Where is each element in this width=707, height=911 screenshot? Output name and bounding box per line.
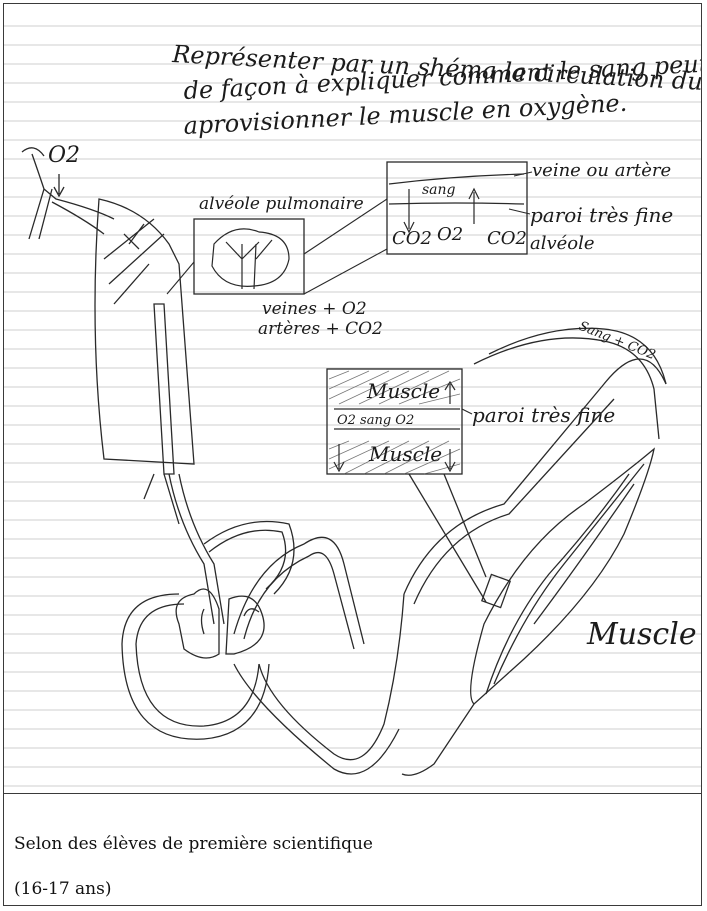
o2-top-label: O2	[48, 143, 80, 168]
paroi-tres-fine-label-1: paroi très fine	[530, 203, 673, 227]
alveole-label: alvéole	[530, 233, 595, 254]
figure-frame: Représenter par un shéma la circulation …	[3, 3, 702, 906]
alveole-tree-drawing	[212, 229, 289, 289]
caption-area: Selon des élèves de première scientifiqu…	[4, 793, 701, 906]
alveole-box	[194, 219, 304, 294]
paroi-connector	[462, 409, 472, 414]
detail-connector-lines	[167, 172, 532, 294]
alveole-pulmonaire-label: alvéole pulmonaire	[199, 194, 364, 214]
veine-ou-artere-label: veine ou artère	[532, 160, 671, 181]
sang-o2-label: O2 sang O2	[337, 413, 414, 428]
caption-line-1: Selon des élèves de première scientifiqu…	[14, 834, 373, 854]
muscle-big-label: Muscle	[586, 617, 697, 652]
paroi-tres-fine-label-2: paroi très fine	[472, 403, 615, 427]
diagram-svg: Représenter par un shéma la circulation …	[4, 4, 701, 793]
sang-co2-label: Sang + CO2	[577, 319, 658, 363]
muscle-box-top-label: Muscle	[366, 379, 440, 403]
caption-line-2: (16-17 ans)	[14, 879, 111, 899]
veines-o2-label: veines + O2	[262, 299, 367, 319]
hand-drawn-diagram: Représenter par un shéma la circulation …	[4, 4, 701, 793]
sang-label: sang	[422, 182, 456, 198]
muscle-drawing	[402, 449, 654, 775]
co2-right-label: CO2	[487, 228, 527, 249]
o2-mid-label: O2	[437, 224, 463, 245]
arteres-co2-label: artères + CO2	[258, 319, 383, 339]
muscle-box-bottom-label: Muscle	[368, 442, 442, 466]
co2-left-label: CO2	[392, 228, 432, 249]
